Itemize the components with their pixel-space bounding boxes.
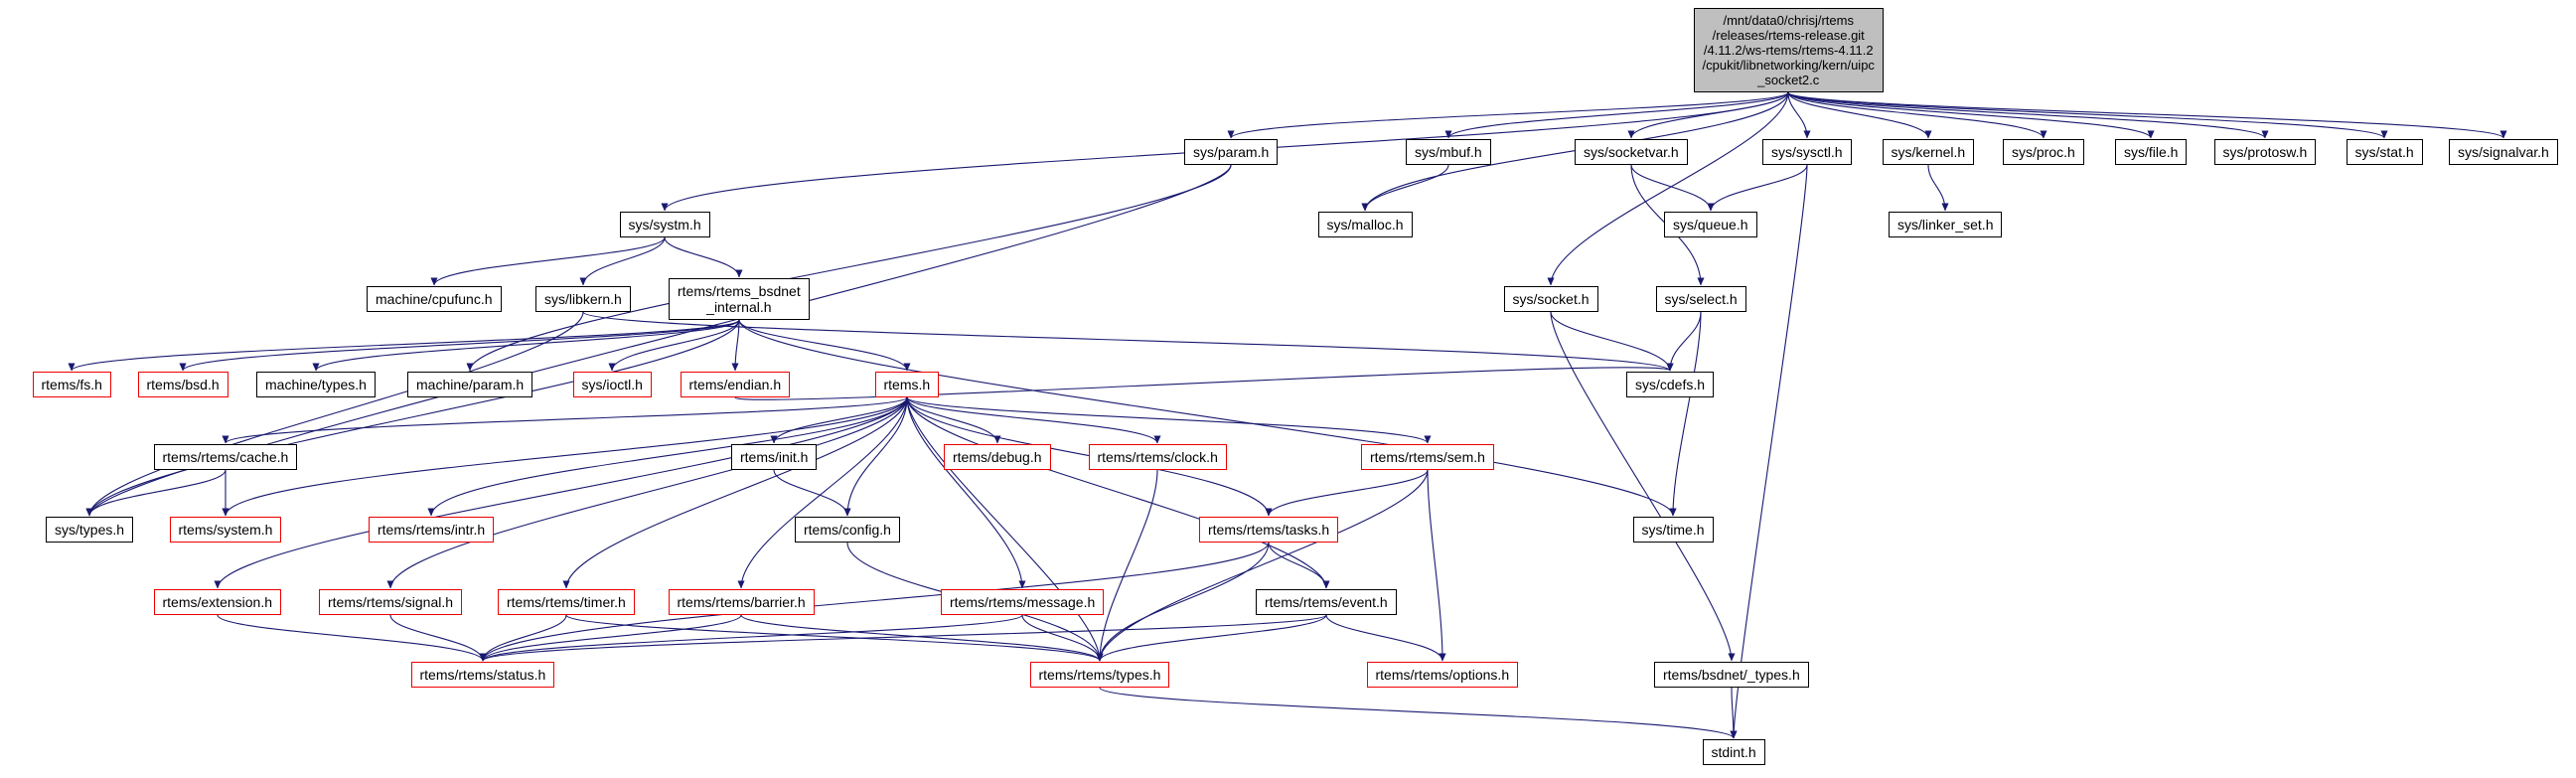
graph-node-signalvar[interactable]: sys/signalvar.h [2449,139,2558,165]
graph-node-root: /mnt/data0/chrisj/rtems /releases/rtems-… [1693,8,1884,92]
graph-node-barrier[interactable]: rtems/rtems/barrier.h [668,589,815,615]
graph-node-timer[interactable]: rtems/rtems/timer.h [498,589,635,615]
graph-node-linkerset[interactable]: sys/linker_set.h [1889,212,2003,237]
graph-node-cache[interactable]: rtems/rtems/cache.h [153,444,298,470]
graph-node-file[interactable]: sys/file.h [2115,139,2188,165]
graph-node-kernel[interactable]: sys/kernel.h [1882,139,1975,165]
graph-node-options[interactable]: rtems/rtems/options.h [1366,662,1519,688]
graph-node-sysctl[interactable]: sys/sysctl.h [1762,139,1852,165]
graph-node-malloc[interactable]: sys/malloc.h [1317,212,1413,237]
graph-node-stdint[interactable]: stdint.h [1702,739,1765,765]
graph-node-message[interactable]: rtems/rtems/message.h [941,589,1105,615]
graph-node-rtems[interactable]: rtems.h [874,372,940,397]
graph-node-queue[interactable]: sys/queue.h [1664,212,1757,237]
graph-node-systm[interactable]: sys/systm.h [619,212,710,237]
graph-node-socketvar[interactable]: sys/socketvar.h [1575,139,1688,165]
graph-node-cdefs[interactable]: sys/cdefs.h [1626,372,1715,397]
graph-node-proc[interactable]: sys/proc.h [2003,139,2084,165]
graph-node-system[interactable]: rtems/system.h [169,517,282,543]
graph-node-libkern[interactable]: sys/libkern.h [535,286,631,312]
graph-node-signal[interactable]: rtems/rtems/signal.h [319,589,463,615]
graph-node-protosw[interactable]: sys/protosw.h [2213,139,2317,165]
graph-node-stat[interactable]: sys/stat.h [2346,139,2423,165]
graph-node-param[interactable]: sys/param.h [1184,139,1279,165]
graph-node-extension[interactable]: rtems/extension.h [153,589,281,615]
graph-node-systypes[interactable]: sys/types.h [46,517,134,543]
graph-node-endian[interactable]: rtems/endian.h [680,372,791,397]
graph-node-sem[interactable]: rtems/rtems/sem.h [1361,444,1494,470]
graph-node-fs[interactable]: rtems/fs.h [32,372,111,397]
graph-node-status[interactable]: rtems/rtems/status.h [410,662,555,688]
graph-node-event[interactable]: rtems/rtems/event.h [1256,589,1397,615]
graph-node-clock[interactable]: rtems/rtems/clock.h [1088,444,1227,470]
graph-node-ioctl[interactable]: sys/ioctl.h [572,372,652,397]
graph-node-intr[interactable]: rtems/rtems/intr.h [369,517,495,543]
graph-node-machparam[interactable]: machine/param.h [407,372,533,397]
graph-node-mbuf[interactable]: sys/mbuf.h [1406,139,1491,165]
graph-node-tasks[interactable]: rtems/rtems/tasks.h [1199,517,1339,543]
graph-node-socket[interactable]: sys/socket.h [1503,286,1598,312]
graph-node-select[interactable]: sys/select.h [1655,286,1746,312]
graph-node-rtypes[interactable]: rtems/rtems/types.h [1029,662,1170,688]
graph-node-bsd[interactable]: rtems/bsd.h [137,372,228,397]
graph-node-config[interactable]: rtems/config.h [795,517,900,543]
graph-node-time[interactable]: sys/time.h [1632,517,1714,543]
graph-node-internal[interactable]: rtems/rtems_bsdnet _internal.h [669,278,810,320]
graph-node-init[interactable]: rtems/init.h [731,444,818,470]
graph-node-machtypes[interactable]: machine/types.h [256,372,376,397]
graph-node-debug[interactable]: rtems/debug.h [944,444,1051,470]
graph-node-cpufunc[interactable]: machine/cpufunc.h [367,286,502,312]
graph-node-bsdtypes[interactable]: rtems/bsdnet/_types.h [1654,662,1809,688]
